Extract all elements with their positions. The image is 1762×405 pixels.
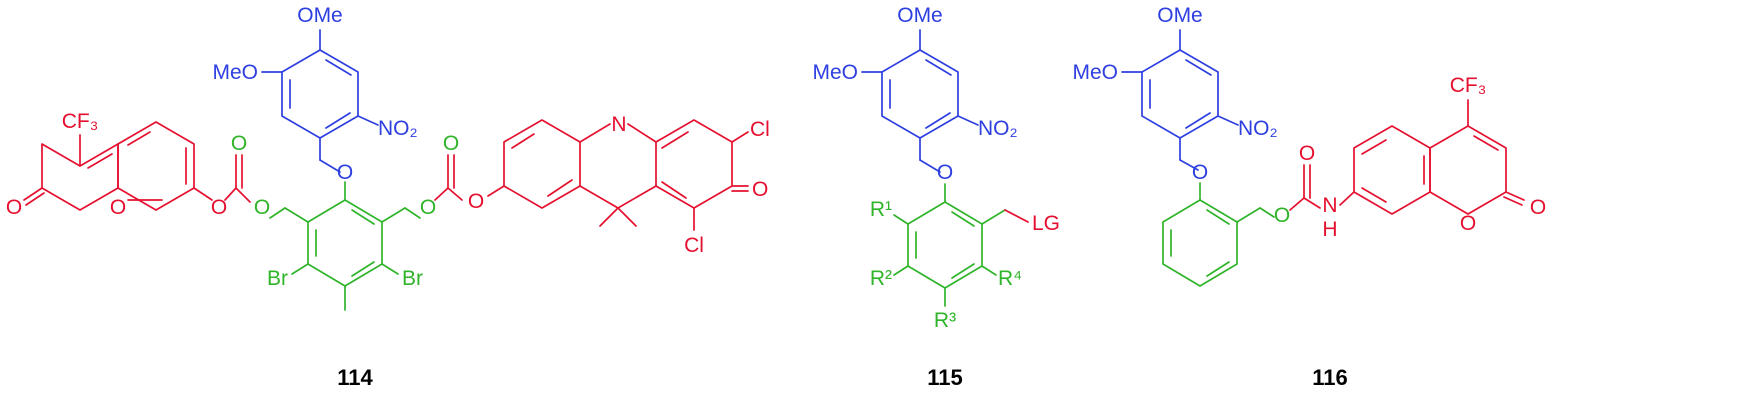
label-r3-115: R³ bbox=[934, 309, 956, 332]
label-nh-116: N bbox=[1322, 194, 1337, 217]
label-r2-115: R² bbox=[870, 267, 892, 290]
label-meo-114: MeO bbox=[212, 61, 258, 84]
label-o-ether-116: O bbox=[1192, 161, 1208, 184]
label-o-ketone-114: O bbox=[6, 196, 22, 219]
label-o-ether-114: O bbox=[337, 161, 353, 184]
label-h-116: H bbox=[1322, 218, 1337, 241]
nitroveratryl-group-116 bbox=[1121, 29, 1239, 171]
aryl-ring-115 bbox=[893, 183, 1006, 307]
compound-number-116: 116 bbox=[1312, 365, 1348, 390]
label-no2-114: NO₂ bbox=[378, 117, 418, 140]
label-o-carbamate-116: O bbox=[1274, 204, 1290, 227]
label-ome-114: OMe bbox=[297, 4, 343, 27]
compound-number-115: 115 bbox=[927, 365, 963, 390]
label-cl-top-114: Cl bbox=[750, 118, 770, 141]
label-o-carbonyl2-114: O bbox=[443, 132, 459, 155]
label-br-right-114: Br bbox=[402, 267, 423, 290]
compound-115 bbox=[861, 29, 1029, 307]
nitroveratryl-group-115 bbox=[861, 29, 979, 173]
leaving-group-link-115 bbox=[1004, 209, 1029, 223]
label-o-ester1-114: O bbox=[211, 196, 227, 219]
label-r1-115: R¹ bbox=[870, 198, 892, 221]
carbamate-coumarin-116 bbox=[1289, 99, 1525, 215]
label-no2-116: NO₂ bbox=[1238, 117, 1278, 140]
central-ring-114 bbox=[269, 181, 421, 311]
compound-number-114: 114 bbox=[337, 365, 373, 390]
label-o-ring-116: O bbox=[1460, 212, 1476, 235]
label-o-link2-114: O bbox=[420, 196, 436, 219]
nitroveratryl-group-114 bbox=[261, 29, 379, 173]
label-cl-bottom-114: Cl bbox=[684, 234, 704, 257]
label-br-left-114: Br bbox=[267, 267, 288, 290]
label-o-ketone2-114: O bbox=[752, 178, 768, 201]
label-meo-115: MeO bbox=[812, 61, 858, 84]
label-o-ketone-116: O bbox=[1530, 196, 1546, 219]
label-o-link1-114: O bbox=[254, 196, 270, 219]
label-lg-115: LG bbox=[1032, 212, 1060, 235]
label-o-carbonyl1-114: O bbox=[231, 132, 247, 155]
label-ome-115: OMe bbox=[897, 4, 943, 27]
compound-114 bbox=[23, 29, 749, 311]
label-r4-115: R⁴ bbox=[998, 267, 1022, 290]
label-o-ester2-114: O bbox=[468, 190, 484, 213]
benzyl-ring-116 bbox=[1162, 182, 1275, 287]
label-cf3-116: CF₃ bbox=[1450, 74, 1487, 97]
label-o-ether-115: O bbox=[937, 161, 953, 184]
compound-116 bbox=[1121, 29, 1525, 287]
label-o-carbonyl-116: O bbox=[1299, 142, 1315, 165]
coumarin-left-114 bbox=[23, 121, 251, 211]
label-o-ring-114: O bbox=[110, 196, 126, 219]
label-ome-116: OMe bbox=[1157, 4, 1203, 27]
acridinone-right-114 bbox=[434, 119, 749, 231]
label-n-acridine-114: N bbox=[611, 113, 626, 136]
label-no2-115: NO₂ bbox=[978, 117, 1018, 140]
label-meo-116: MeO bbox=[1072, 61, 1118, 84]
label-cf3-114: CF₃ bbox=[62, 110, 99, 133]
